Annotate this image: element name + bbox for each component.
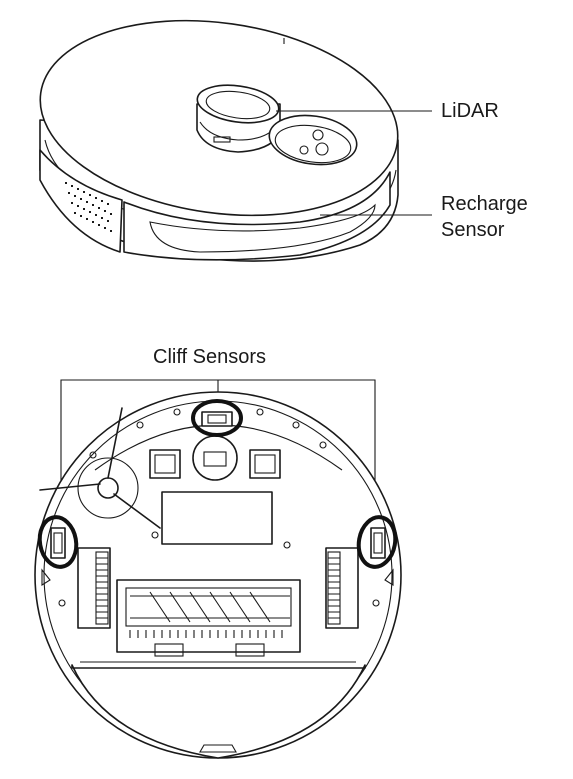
battery-cover	[161, 491, 273, 545]
main-brush	[116, 579, 301, 653]
left-wheel	[77, 547, 111, 629]
camera-module	[268, 114, 358, 166]
speaker-grille	[65, 182, 112, 232]
cliff-sensor-left	[37, 515, 79, 569]
cliff-sensor-front	[191, 399, 243, 437]
right-wheel	[325, 547, 359, 629]
side-brush	[39, 407, 161, 529]
label-cliff-sensors: Cliff Sensors	[153, 346, 267, 368]
lidar-turret	[196, 84, 281, 153]
cliff-sensor-right	[356, 515, 398, 569]
screws	[58, 408, 380, 607]
label-recharge-line1: Recharge	[441, 193, 528, 215]
label-lidar: LiDAR	[441, 100, 499, 122]
recharge-sensor-window	[149, 203, 376, 253]
label-recharge-line2: Sensor	[441, 219, 505, 241]
caster-wheel	[192, 435, 238, 481]
